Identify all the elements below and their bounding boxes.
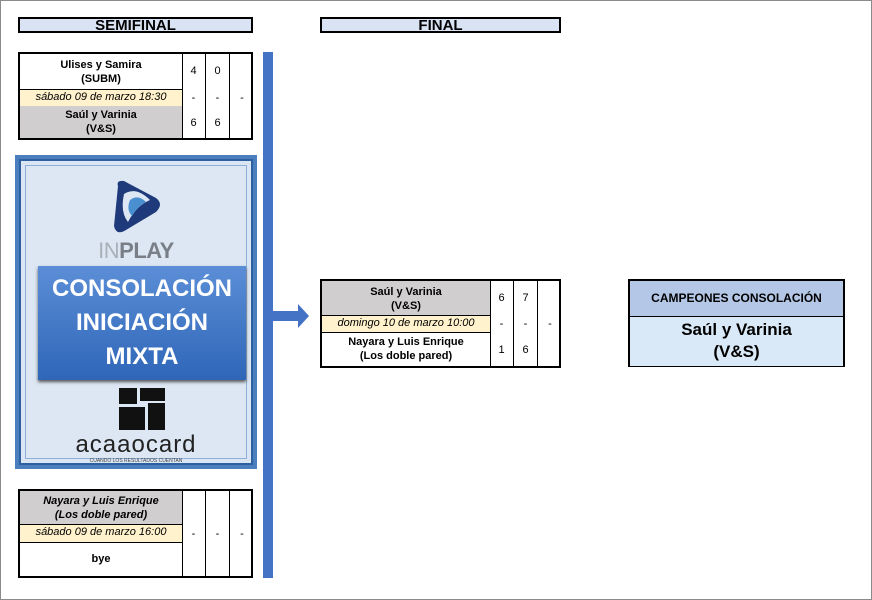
set-1-column: 4 - 6	[182, 54, 206, 138]
score: -	[191, 528, 196, 540]
set-2-column: 0 - 6	[206, 54, 230, 138]
final-match: Saúl y Varinia (V&S) domingo 10 de marzo…	[320, 279, 561, 368]
score: -	[215, 92, 220, 104]
score: -	[499, 318, 504, 330]
score: -	[240, 92, 244, 104]
inplay-play-icon	[114, 180, 160, 233]
score: -	[523, 318, 528, 330]
set-1-column: 6 - 1	[490, 281, 514, 366]
score: 7	[522, 292, 529, 304]
score: 6	[498, 292, 505, 304]
team-name: Nayara y Luis Enrique	[348, 336, 464, 348]
semifinal-1-date: sábado 09 de marzo 18:30	[20, 89, 182, 107]
final-date: domingo 10 de marzo 10:00	[322, 315, 490, 333]
bracket-connector-bar	[263, 52, 273, 578]
champions-box: CAMPEONES CONSOLACIÓN Saúl y Varinia (V&…	[628, 279, 845, 367]
score: 6	[214, 117, 221, 129]
semifinal-2-team-1: Nayara y Luis Enrique (Los doble pared)	[20, 491, 182, 525]
semifinal-2-match: Nayara y Luis Enrique (Los doble pared) …	[18, 489, 253, 578]
semifinal-2-team-2: bye	[20, 542, 182, 576]
champions-winner: Saúl y Varinia (V&S)	[630, 317, 843, 366]
tournament-logo-panel: INPLAY CONSOLACIÓN INICIACIÓN MIXTA acaa…	[15, 155, 257, 469]
semifinal-header: SEMIFINAL	[18, 17, 253, 33]
team-club: (V&S)	[86, 123, 116, 135]
bracket-arrow-icon	[273, 304, 309, 328]
set-3-column: -	[230, 491, 254, 576]
score: -	[191, 92, 196, 104]
acaaocard-logo-icon	[119, 388, 165, 430]
champion-club: (V&S)	[713, 342, 760, 361]
team-club: (V&S)	[391, 299, 421, 312]
score: -	[548, 318, 552, 330]
team-name: bye	[91, 553, 111, 565]
set-3-column: -	[230, 54, 254, 138]
inplay-brand: INPLAY	[26, 238, 246, 264]
team-name: Ulises y Samira	[60, 59, 142, 71]
team-club: (SUBM)	[81, 73, 121, 85]
sponsor-name: acaaocard	[75, 431, 197, 458]
brand-bold: PLAY	[119, 238, 174, 263]
score: 0	[214, 65, 221, 77]
score: 1	[498, 344, 505, 356]
set-3-column: -	[538, 281, 562, 366]
semifinal-1-team-2: Saúl y Varinia (V&S)	[20, 106, 182, 138]
final-team-2: Nayara y Luis Enrique (Los doble pared)	[322, 332, 490, 366]
banner-line: INICIACIÓN	[76, 309, 208, 336]
semifinal-1-match: Ulises y Samira (SUBM) sábado 09 de marz…	[18, 52, 253, 140]
champions-title: CAMPEONES CONSOLACIÓN	[630, 281, 843, 317]
set-1-column: -	[182, 491, 206, 576]
semifinal-1-team-1: Ulises y Samira (SUBM)	[20, 54, 182, 90]
final-team-1: Saúl y Varinia (V&S)	[322, 281, 490, 316]
team-name: Nayara y Luis Enrique	[43, 495, 159, 507]
set-2-column: -	[206, 491, 230, 576]
score: 6	[522, 344, 529, 356]
team-club: (Los doble pared)	[359, 350, 453, 362]
banner-line: MIXTA	[105, 343, 179, 370]
team-club: (Los doble pared)	[54, 509, 148, 521]
set-2-column: 7 - 6	[514, 281, 538, 366]
score: -	[215, 528, 220, 540]
team-name: Saúl y Varinia	[370, 285, 442, 298]
score: 6	[190, 117, 197, 129]
champion-name: Saúl y Varinia	[681, 320, 792, 339]
brand-light: IN	[98, 238, 120, 263]
sponsor-tagline: CUANDO LOS RESULTADOS CUENTAN	[89, 458, 183, 464]
tournament-title-banner: CONSOLACIÓN INICIACIÓN MIXTA	[38, 266, 246, 380]
banner-line: CONSOLACIÓN	[52, 275, 232, 302]
score: -	[240, 528, 244, 540]
team-name: Saúl y Varinia	[65, 109, 137, 121]
score: 4	[190, 65, 197, 77]
final-header: FINAL	[320, 17, 561, 33]
semifinal-2-date: sábado 09 de marzo 16:00	[20, 524, 182, 543]
